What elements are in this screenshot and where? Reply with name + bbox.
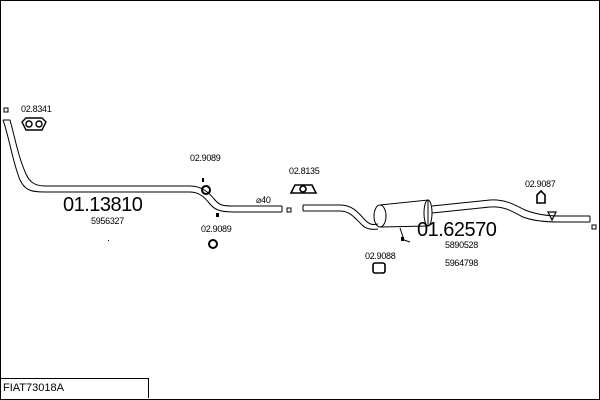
ring-upper [201,185,211,195]
rubber-rear [536,189,546,204]
ring-lower-tab [216,213,219,217]
clamp-front [21,117,47,131]
label-ring-lower: 02.9089 [201,224,232,234]
label-rubber-mid: 02.9088 [365,251,396,261]
silencer-hanger [401,237,404,241]
label-diameter: ⌀40 [256,195,271,205]
label-rear-silencer: 01.62570 [417,219,497,241]
label-gasket: 02.8135 [289,166,320,176]
dot [108,240,109,241]
label-front-pipe: 01.13810 [63,194,143,216]
label-clamp-front: 02.8341 [21,104,52,114]
diagram-title: FIAT73018A [0,378,149,398]
rubber-rear-hook [547,211,557,222]
marker-square-front [3,107,9,113]
gasket [289,184,318,194]
label-rear-silencer-oe-1: 5890528 [445,240,478,250]
label-front-pipe-oe: 5956327 [91,216,124,226]
marker-square-rear [591,224,597,230]
label-rubber-rear: 02.9087 [525,179,556,189]
label-rear-silencer-oe-2: 5964798 [445,258,478,268]
front-pipe [2,119,283,213]
ring-lower [208,239,218,249]
middle-pipe [302,204,379,230]
rubber-mid [372,262,386,274]
ring-upper-tab [202,178,204,182]
marker-square-mid [286,207,292,213]
label-ring-upper: 02.9089 [190,153,221,163]
rear-silencer [373,199,591,243]
